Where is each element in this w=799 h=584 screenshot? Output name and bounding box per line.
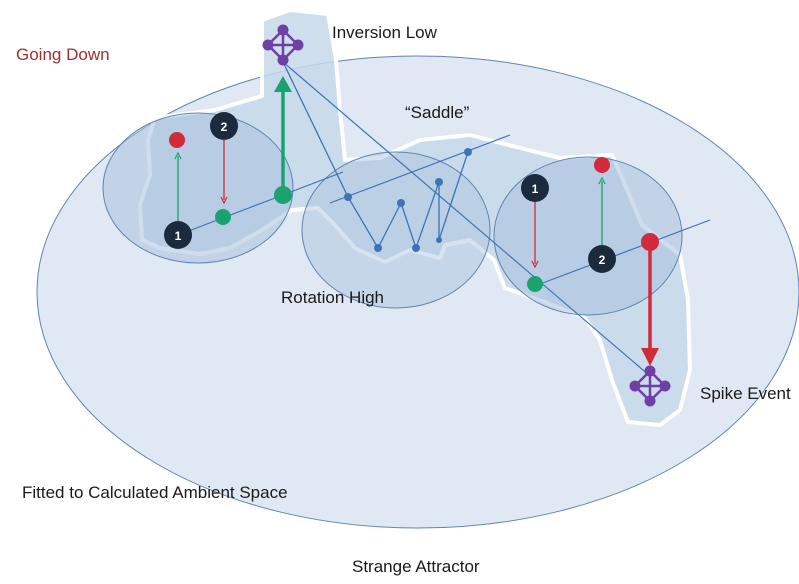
left-step-1-marker: 1	[164, 221, 192, 249]
right-big-red-dot	[641, 233, 659, 251]
saddle-zigzag-path	[282, 61, 469, 251]
right-step-1-marker: 1	[521, 174, 549, 202]
ambient-space-label: Fitted to Calculated Ambient Space	[22, 483, 288, 502]
left-green-dot	[215, 209, 231, 225]
saddle-cluster-ellipse	[301, 151, 491, 309]
saddle-points	[344, 148, 472, 252]
saddle-point	[344, 193, 352, 201]
left-regression-line	[164, 171, 344, 241]
left-red-dot	[169, 132, 185, 148]
right-step-2-marker: 2	[588, 245, 616, 273]
step-number: 2	[221, 120, 228, 134]
step-number: 1	[175, 229, 182, 243]
spike-event-label: Spike Event	[700, 384, 791, 403]
saddle-label: “Saddle”	[405, 103, 470, 122]
step-number: 1	[532, 182, 539, 196]
inversion-low-node-icon	[262, 24, 304, 66]
rotation-high-label: Rotation High	[281, 288, 384, 307]
saddle-point	[397, 199, 405, 207]
inversion-to-spike-line	[282, 61, 651, 377]
left-step-2-marker: 2	[210, 112, 238, 140]
left-big-green-dot	[274, 186, 292, 204]
saddle-point	[464, 148, 472, 156]
left-cluster-ellipse	[102, 112, 294, 264]
right-green-dot	[527, 276, 543, 292]
saddle-point	[412, 244, 420, 252]
strange-attractor-title: Strange Attractor	[352, 557, 480, 576]
step-number: 2	[599, 253, 606, 267]
right-regression-line	[539, 219, 711, 285]
saddle-point	[374, 244, 382, 252]
inversion-low-label: Inversion Low	[332, 23, 438, 42]
spike-arrowhead	[641, 348, 659, 366]
right-red-dot	[594, 157, 610, 173]
saddle-point	[435, 178, 443, 186]
spike-event-node-icon	[629, 365, 671, 407]
saddle-point	[436, 237, 442, 243]
saddle-regression-line	[329, 134, 511, 204]
going-down-label: Going Down	[16, 45, 110, 64]
inversion-arrowhead	[274, 76, 292, 92]
